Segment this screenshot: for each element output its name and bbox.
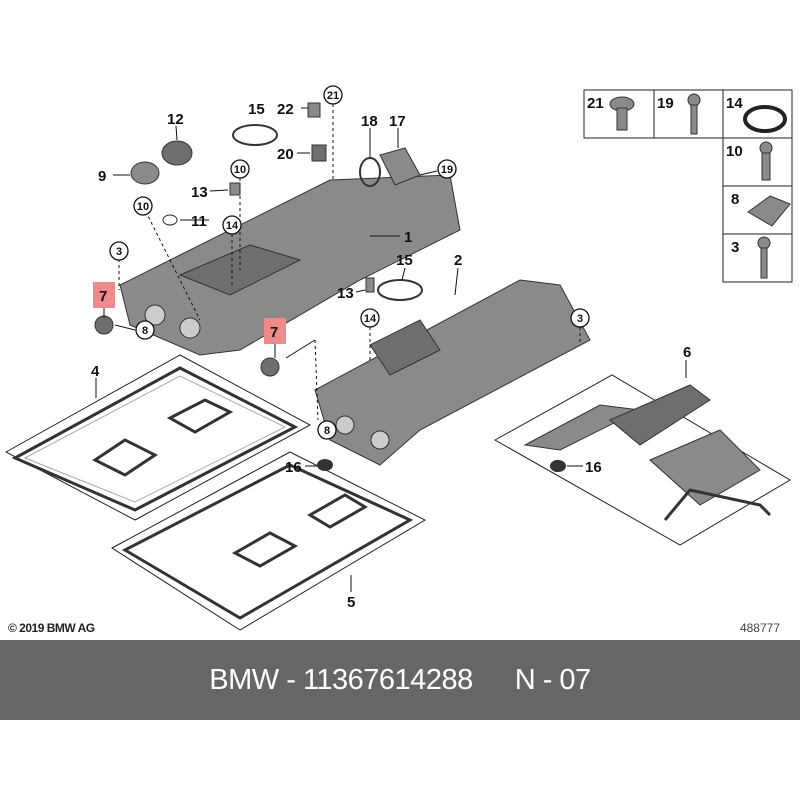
callout-12: 12: [167, 111, 184, 128]
callout-1: 1: [404, 229, 412, 246]
svg-text:3: 3: [577, 313, 583, 325]
svg-text:14: 14: [226, 220, 239, 232]
callouts: 12 9 11 15 22 18 17 20 13 1 7 2 15 13 7 …: [91, 101, 691, 611]
callout-5: 5: [347, 594, 355, 611]
sensor-20: [311, 144, 327, 162]
callout-13: 13: [191, 184, 208, 201]
callout-9: 9: [98, 168, 106, 185]
callout-16: 16: [585, 459, 602, 476]
filler-neck-9: [130, 161, 160, 185]
callout-11: 11: [191, 213, 207, 230]
callout-15: 15: [396, 252, 413, 269]
svg-text:3: 3: [116, 246, 122, 258]
svg-text:8: 8: [142, 325, 148, 337]
small-parts-grid: 21 19 14 10 8 3: [583, 89, 793, 283]
svg-text:3: 3: [731, 239, 739, 256]
callout-4: 4: [91, 363, 100, 380]
o-ring-11: [162, 214, 178, 226]
o-ring-14-icon: [743, 105, 787, 133]
seal-16b: [550, 460, 566, 472]
callout-17: 17: [389, 113, 406, 130]
bolt-19-icon: [687, 93, 701, 135]
crankcase-vent-6: [493, 374, 791, 546]
part-number-banner: BMW - 11367614288 N - 07: [0, 640, 800, 720]
svg-text:8: 8: [731, 191, 739, 208]
svg-text:10: 10: [137, 201, 149, 213]
bolt-10-icon: [759, 141, 773, 181]
leader-lines: [95, 104, 687, 592]
svg-text:10: 10: [726, 143, 743, 160]
callout-18: 18: [361, 113, 378, 130]
svg-text:8: 8: [324, 425, 330, 437]
svg-text:14: 14: [364, 313, 377, 325]
screw-21-icon: [609, 96, 635, 131]
gasket-15a: [232, 124, 278, 146]
bolt-3-icon: [757, 236, 771, 279]
callout-6: 6: [683, 344, 691, 361]
clip-8-icon: [747, 195, 791, 227]
svg-text:10: 10: [234, 164, 246, 176]
sensor-13b: [365, 277, 375, 293]
copyright-text: © 2019 BMW AG: [8, 621, 95, 635]
svg-text:19: 19: [657, 95, 674, 112]
callout-22: 22: [277, 101, 294, 118]
highlight-7a: [93, 282, 115, 308]
callout-15: 15: [248, 101, 265, 118]
sensor-13a: [229, 182, 241, 196]
oil-filler-cap-12: [161, 140, 193, 166]
actuator-7b: [260, 357, 280, 377]
callout-20: 20: [277, 146, 294, 163]
image-number: 488777: [739, 621, 780, 635]
callout-2: 2: [454, 252, 462, 269]
callout-7: 7: [99, 288, 107, 305]
svg-text:19: 19: [441, 164, 453, 176]
highlight-7b: [264, 318, 286, 344]
actuator-7a: [94, 315, 114, 335]
circled-callouts: 10 21 19 10 14 3 8 14 3 8: [109, 85, 590, 440]
gasket-15b: [377, 279, 423, 301]
svg-text:14: 14: [726, 95, 743, 112]
callout-16: 16: [285, 459, 302, 476]
seal-16a: [317, 459, 333, 471]
cylinder-head-cover-2: [314, 279, 591, 466]
callout-13: 13: [337, 285, 354, 302]
svg-text:21: 21: [587, 95, 604, 112]
diagram-reference: N - 07: [514, 663, 591, 696]
gasket-4: [4, 354, 312, 521]
parts-diagram: 21 19 14 10 8 3: [4, 85, 793, 631]
sensor-22: [307, 102, 321, 118]
gasket-5: [111, 451, 427, 631]
svg-text:21: 21: [327, 90, 339, 102]
part-number: BMW - 11367614288: [209, 663, 473, 696]
callout-7: 7: [270, 324, 278, 341]
